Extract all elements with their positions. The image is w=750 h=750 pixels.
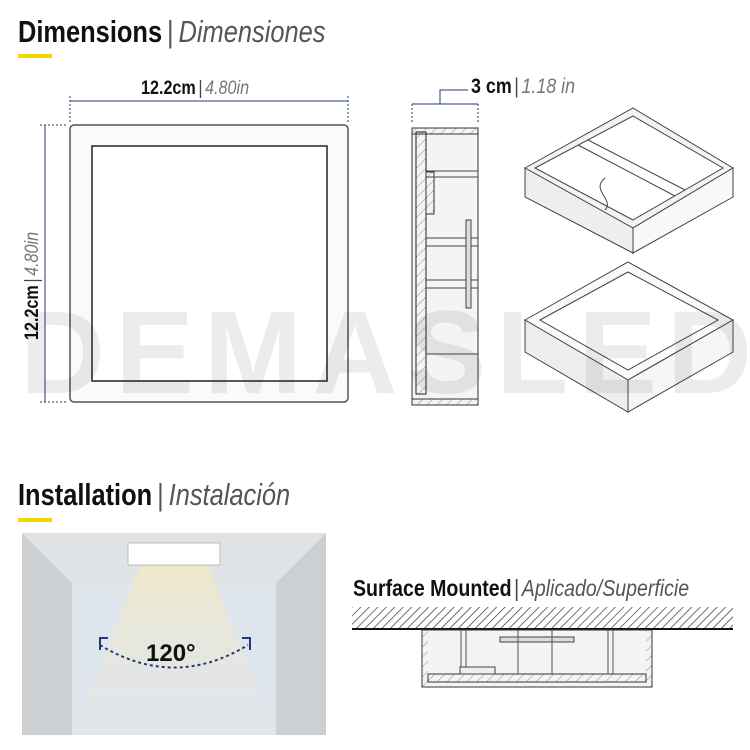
heading-en: Installation xyxy=(18,477,153,512)
beam-angle-label: 120° xyxy=(146,640,196,667)
depth-label: 3 cm|1.18 in xyxy=(471,75,576,98)
depth-cm: 3 cm xyxy=(471,75,512,98)
depth-in: 1.18 in xyxy=(521,75,576,98)
width-label: 12.2cm|4.80in xyxy=(141,78,250,99)
height-label: 12.2cm|4.80in xyxy=(22,231,43,340)
front-view xyxy=(40,96,349,403)
surface-mount-diagram xyxy=(352,607,733,688)
accent-underline xyxy=(18,518,52,522)
installation-heading: Installation|Instalación xyxy=(18,477,291,512)
mount-es: Aplicado/Superficie xyxy=(521,575,690,601)
mount-en: Surface Mounted xyxy=(353,575,512,601)
accent-underline xyxy=(18,54,52,58)
heading-en: Dimensions xyxy=(18,14,163,49)
heading-es: Instalación xyxy=(168,477,291,512)
isometric-housing xyxy=(523,107,734,254)
side-view xyxy=(411,89,479,406)
height-in: 4.80in xyxy=(22,231,43,276)
height-cm: 12.2cm xyxy=(22,285,43,340)
dimensions-heading: Dimensions|Dimensiones xyxy=(18,14,326,49)
width-cm: 12.2cm xyxy=(141,78,196,99)
room-illustration xyxy=(22,533,326,735)
heading-es: Dimensiones xyxy=(178,14,326,49)
width-in: 4.80in xyxy=(205,78,250,99)
isometric-frame xyxy=(523,261,735,413)
surface-mounted-label: Surface Mounted|Aplicado/Superficie xyxy=(353,575,690,601)
